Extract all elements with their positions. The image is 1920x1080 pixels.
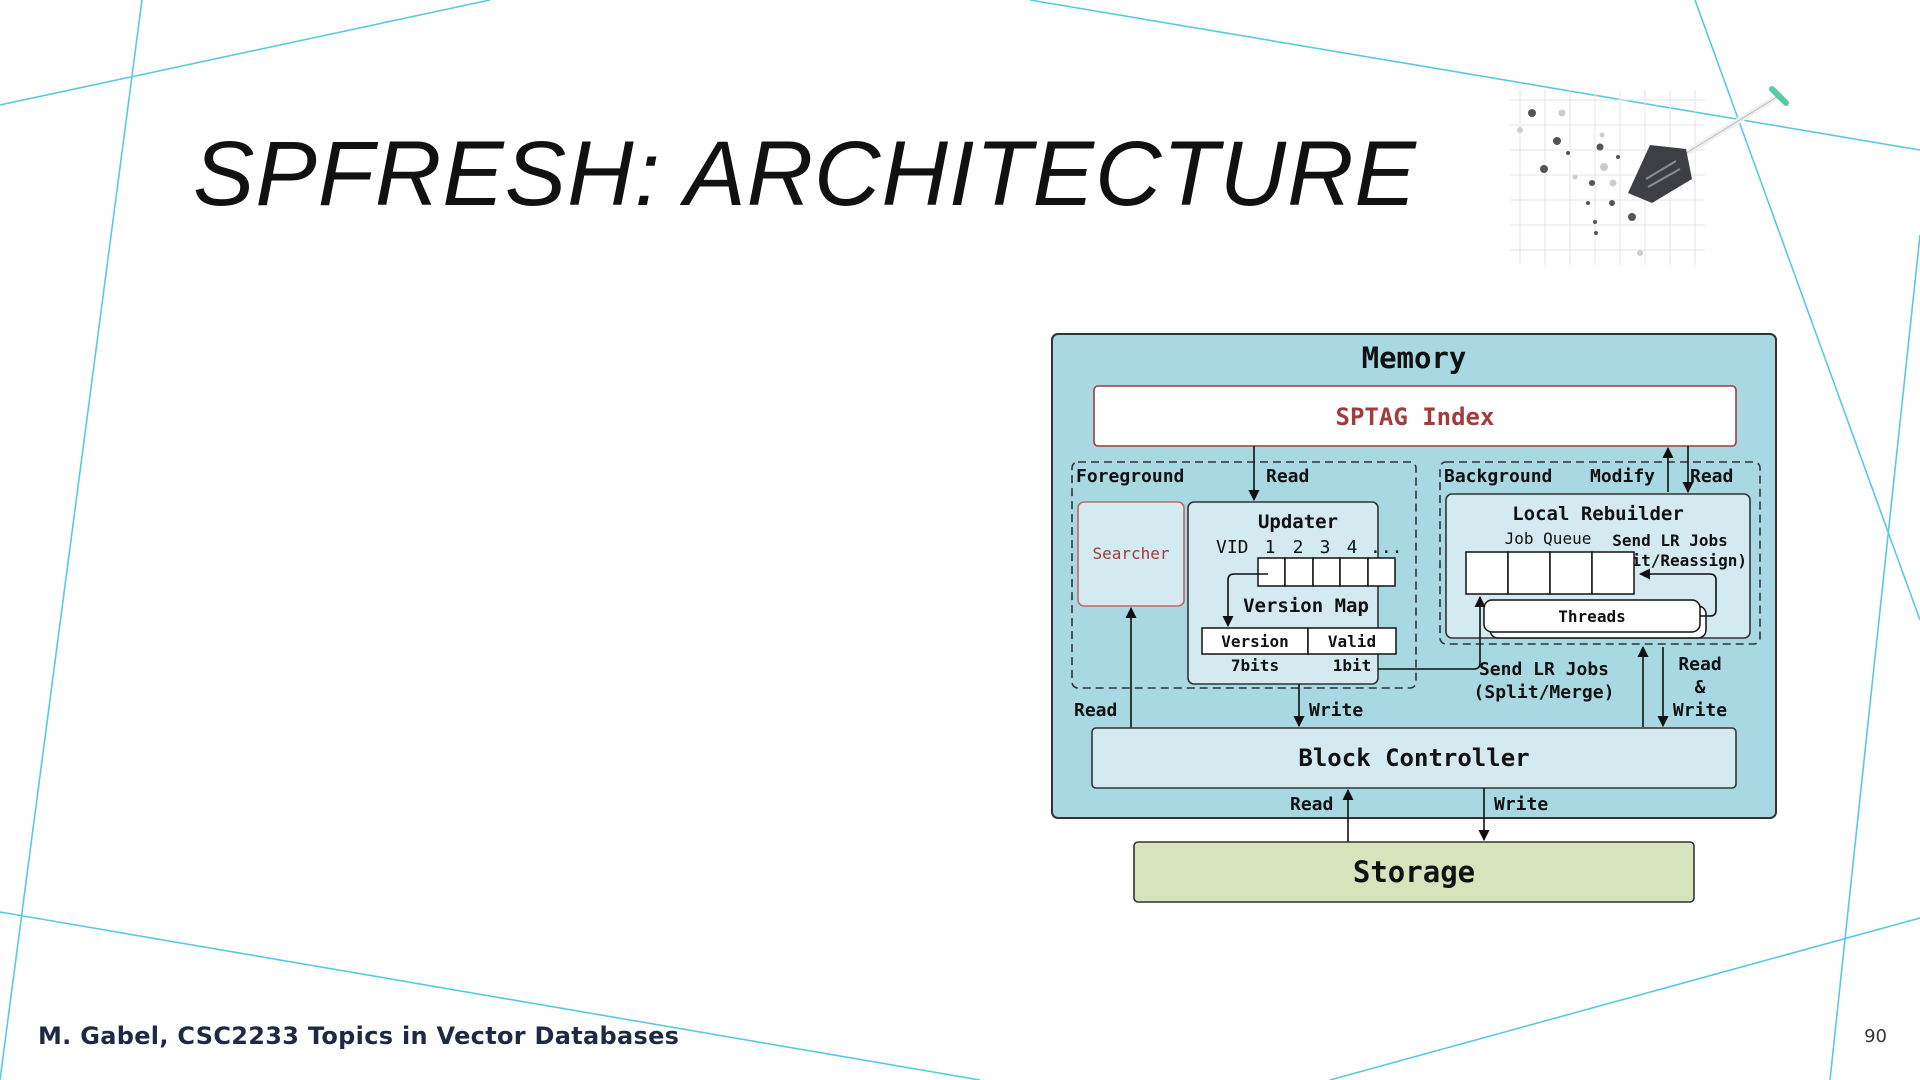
- searcher-label: Searcher: [1092, 544, 1169, 563]
- valid-cell: [1307, 627, 1397, 655]
- page-number: 90: [1864, 1026, 1887, 1047]
- footer-credit: M. Gabel, CSC2233 Topics in Vector Datab…: [38, 1022, 680, 1050]
- memory-box: [1051, 333, 1777, 819]
- vid-number-1: 1: [1265, 537, 1276, 558]
- storage-label: Storage: [1353, 855, 1475, 889]
- local-rebuilder-title: Local Rebuilder: [1512, 503, 1684, 525]
- storage-read-label: Read: [1290, 794, 1333, 815]
- version-bits-label: 7bits: [1231, 656, 1279, 675]
- searcher-read-label: Read: [1074, 700, 1117, 721]
- vid-number-4: 4: [1347, 537, 1358, 558]
- version-cell: [1201, 627, 1309, 655]
- foreground-read-label: Read: [1266, 466, 1309, 487]
- background-label: Background: [1444, 466, 1552, 487]
- version-column-label: Version: [1221, 632, 1288, 651]
- block-controller-label: Block Controller: [1298, 744, 1529, 772]
- memory-label: Memory: [1362, 341, 1467, 375]
- send-lr-merge-label-1: Send LR Jobs: [1479, 659, 1609, 680]
- sptag-index-box: [1093, 385, 1737, 447]
- rw-label-3: Write: [1673, 700, 1727, 721]
- vid-number-2: 2: [1293, 537, 1304, 558]
- rw-label-1: Read: [1678, 654, 1721, 675]
- vid-label: VID: [1216, 537, 1249, 558]
- threads-to-queue-arrow: [1638, 568, 1717, 617]
- updater-write-label: Write: [1309, 700, 1363, 721]
- updater-title: Updater: [1258, 511, 1338, 533]
- version-map-label: Version Map: [1243, 595, 1369, 617]
- rw-label-2: &: [1695, 677, 1706, 698]
- slide-title: SPFRESH: ARCHITECTURE: [193, 123, 1417, 225]
- storage-write-label: Write: [1494, 794, 1548, 815]
- job-queue-label: Job Queue: [1505, 529, 1592, 548]
- sptag-index-label: SPTAG Index: [1336, 403, 1495, 431]
- vid-number-3: 3: [1320, 537, 1331, 558]
- threads-label: Threads: [1558, 607, 1625, 626]
- searcher-box: [1077, 501, 1185, 607]
- block-controller-box: [1091, 727, 1737, 789]
- vid-to-version-arrow: [1222, 573, 1268, 628]
- send-lr-merge-label-2: (Split/Merge): [1474, 682, 1615, 703]
- valid-column-label: Valid: [1328, 632, 1376, 651]
- foreground-label: Foreground: [1076, 466, 1184, 487]
- vid-cells: [1257, 557, 1396, 587]
- background-read-label: Read: [1690, 466, 1733, 487]
- architecture-diagram: Memory SPTAG Index Foreground Read Searc…: [1051, 333, 1777, 903]
- updater-to-job-queue-arrow: [1378, 595, 1486, 670]
- storage-box: [1133, 841, 1695, 903]
- job-queue-cells: [1465, 551, 1635, 595]
- valid-bits-label: 1bit: [1333, 656, 1372, 675]
- vid-number-ellipsis: ...: [1370, 537, 1403, 558]
- background-group: [1439, 461, 1761, 645]
- shovel-digging-dots-icon: [1510, 86, 1789, 265]
- foreground-group: [1071, 461, 1417, 689]
- send-lr-jobs-label-1: Send LR Jobs: [1612, 531, 1728, 550]
- background-modify-label: Modify: [1590, 466, 1655, 487]
